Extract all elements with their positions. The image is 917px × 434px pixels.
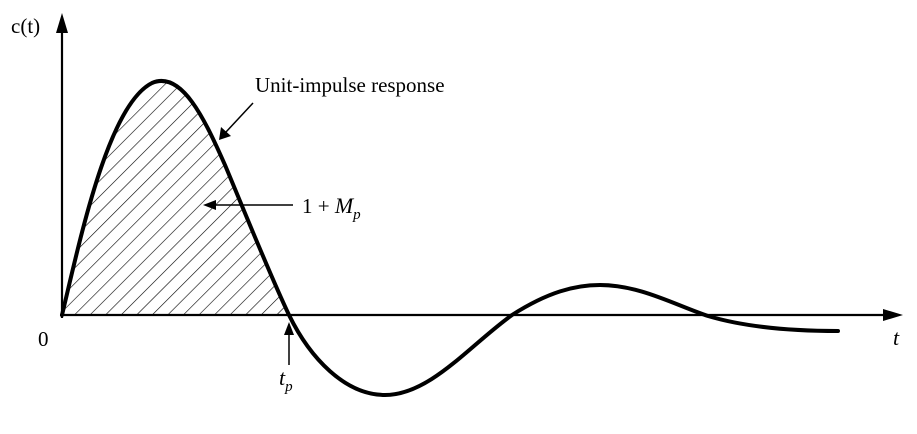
peak-time-arrow	[284, 322, 294, 365]
impulse-response-curve	[60, 79, 840, 397]
peak-time-sub: p	[284, 379, 293, 395]
x-axis	[60, 309, 903, 321]
hatched-area	[62, 80, 289, 315]
peak-time-var: t	[279, 365, 286, 390]
curve-label: Unit-impulse response	[255, 73, 445, 97]
curve-label-arrow	[219, 102, 254, 140]
y-axis-label: c(t)	[11, 14, 40, 38]
area-label-sub: p	[352, 207, 361, 223]
y-axis	[56, 13, 68, 318]
x-axis-label: t	[893, 325, 900, 350]
peak-time-label: tp	[279, 365, 293, 395]
area-label-var: M	[334, 193, 355, 218]
area-label: 1 + Mp	[302, 193, 361, 223]
origin-label: 0	[38, 327, 49, 351]
area-label-prefix: 1 +	[302, 194, 335, 218]
area-label-arrow	[203, 200, 293, 210]
